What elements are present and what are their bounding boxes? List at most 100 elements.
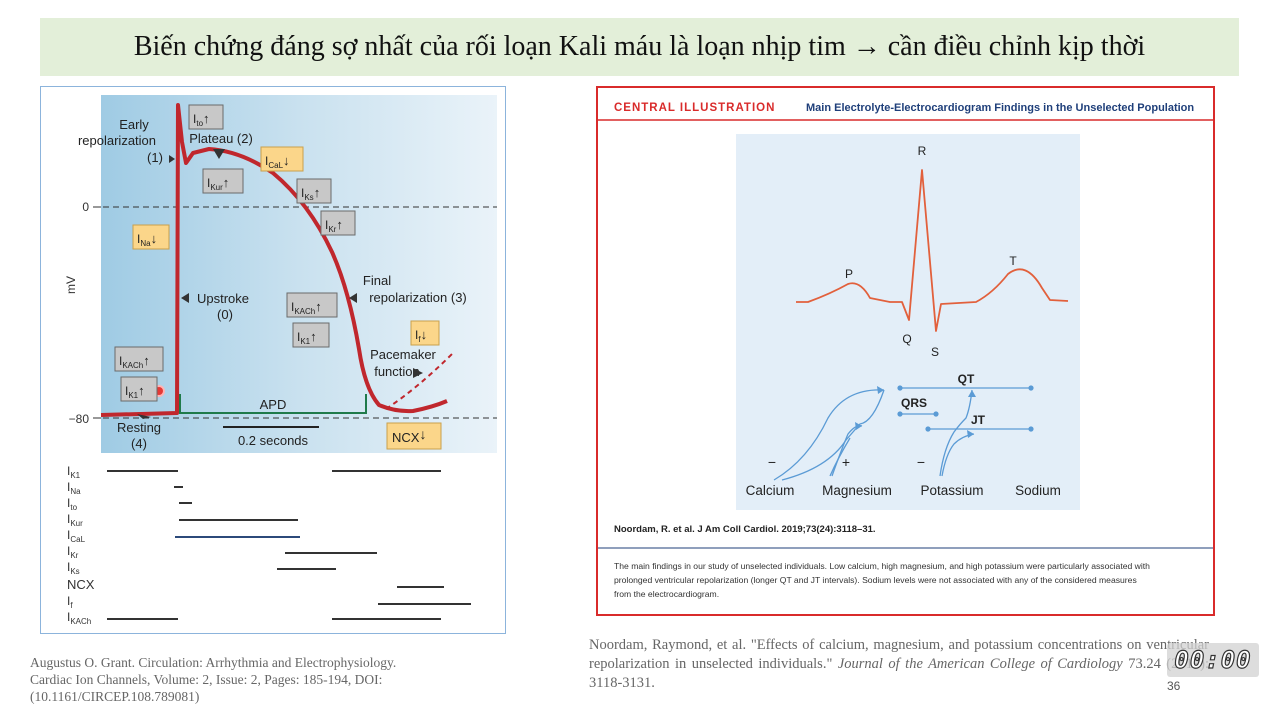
- interval-markers: [897, 385, 1034, 432]
- central-illustration-figure: CENTRAL ILLUSTRATION Main Electrolyte-El…: [596, 86, 1215, 616]
- early-repol-label-2: repolarization: [78, 133, 156, 148]
- electrolyte-arrowheads: [855, 386, 976, 438]
- svg-text:IKACh↑: IKACh↑: [119, 353, 150, 370]
- current-row-ical: ICaL: [67, 528, 300, 544]
- svg-text:NCX↓: NCX↓: [392, 426, 426, 445]
- svg-text:ICaL: ICaL: [67, 528, 86, 544]
- upstroke-label-1: Upstroke: [197, 291, 249, 306]
- resting-arrow: [137, 414, 151, 419]
- early-repol-label-3: (1): [147, 150, 163, 165]
- header-bg: [598, 88, 1213, 120]
- caption-line-2: prolonged ventricular repolarization (lo…: [614, 575, 1137, 585]
- header-title: Main Electrolyte-Electrocardiogram Findi…: [806, 102, 1194, 114]
- ion-box-if: If↓: [410, 320, 440, 346]
- timer-overlay: 00:00: [1167, 643, 1259, 677]
- right-citation-journal: Journal of the American College of Cardi…: [837, 656, 1123, 672]
- plateau-label: Plateau (2): [189, 131, 253, 146]
- ecg-label-q: Q: [902, 332, 911, 346]
- current-row-ncx: NCX: [67, 577, 444, 592]
- ion-box-ical: ICaL↓: [260, 146, 304, 172]
- final-repol-label-2: repolarization (3): [369, 290, 467, 305]
- ion-box-ik1-mid: IK1↑: [292, 322, 330, 348]
- figure-citation: Noordam, R. et al. J Am Coll Cardiol. 20…: [614, 524, 876, 535]
- apd-label: APD: [260, 397, 287, 412]
- svg-text:INa↓: INa↓: [137, 231, 157, 248]
- pacemaker-label-2: function: [374, 364, 420, 379]
- current-row-if: If: [67, 594, 471, 610]
- interval-label-qrs: QRS: [901, 396, 927, 410]
- svg-text:Ito: Ito: [67, 496, 78, 512]
- svg-text:IKr↑: IKr↑: [325, 217, 343, 234]
- page-number: 36: [1167, 679, 1181, 693]
- central-illustration-svg: CENTRAL ILLUSTRATION Main Electrolyte-El…: [598, 88, 1213, 599]
- svg-text:Ito↑: Ito↑: [193, 111, 210, 128]
- svg-text:ICaL↓: ICaL↓: [265, 153, 290, 170]
- ion-box-ina: INa↓: [132, 224, 170, 250]
- resting-label-2: (4): [131, 436, 147, 451]
- svg-text:IKr: IKr: [67, 544, 79, 560]
- ion-box-ik1-low: IK1↑: [120, 376, 158, 402]
- action-potential-figure: mV 0 −80 APD 0.2 seconds Early repolariz…: [40, 86, 506, 634]
- early-repol-arrow: [169, 155, 175, 163]
- y-axis-label: mV: [64, 276, 78, 294]
- current-row-ikur: IKur: [67, 512, 298, 528]
- sign-potassium: −: [917, 454, 925, 470]
- interval-label-qt: QT: [958, 372, 975, 386]
- slide-title: Biến chứng đáng sợ nhất của rối loạn Kal…: [133, 31, 1146, 62]
- current-row-iks: IKs: [67, 560, 336, 576]
- electrolyte-potassium: Potassium: [920, 483, 983, 498]
- upstroke-label-2: (0): [217, 307, 233, 322]
- left-citation-line-2: Cardiac Ion Channels, Volume: 2, Issue: …: [30, 672, 383, 687]
- plateau-arrow: [213, 149, 225, 159]
- svg-text:IK1↑: IK1↑: [125, 383, 145, 400]
- early-repol-label-1: Early: [119, 117, 149, 132]
- ion-box-ikach-low: IKACh↑: [114, 346, 164, 372]
- left-citation-line-3: (10.1161/CIRCEP.108.789081): [30, 689, 200, 704]
- ecg-label-t: T: [1009, 254, 1017, 268]
- svg-text:NCX: NCX: [67, 577, 95, 592]
- upstroke-arrow: [181, 293, 189, 303]
- ion-box-ito: Ito↑: [188, 104, 224, 130]
- svg-text:IK1: IK1: [67, 464, 81, 480]
- final-repol-label-1: Final: [363, 273, 391, 288]
- ecg-label-p: P: [845, 267, 853, 281]
- ion-box-ikr: IKr↑: [320, 210, 356, 236]
- sign-magnesium: +: [842, 454, 850, 470]
- ecg-trace: [796, 169, 1069, 332]
- current-row-ikach: IKACh: [67, 610, 441, 626]
- caption-line-3: from the electrocardiogram.: [614, 589, 719, 599]
- svg-text:IKs↑: IKs↑: [301, 185, 320, 202]
- ecg-label-s: S: [931, 345, 939, 359]
- left-citation: Augustus O. Grant. Circulation: Arrhythm…: [30, 654, 490, 705]
- scale-label: 0.2 seconds: [238, 433, 309, 448]
- electrolyte-sodium: Sodium: [1015, 483, 1061, 498]
- interval-label-jt: JT: [971, 413, 986, 427]
- caption-line-1: The main findings in our study of unsele…: [614, 561, 1150, 571]
- ion-box-ikach-mid: IKACh↑: [286, 292, 338, 318]
- action-potential-curve: [100, 103, 448, 417]
- sign-calcium: −: [768, 454, 776, 470]
- svg-text:IKur: IKur: [67, 512, 83, 528]
- right-citation-text: Noordam, Raymond, et al. "Effects of cal…: [589, 637, 1209, 672]
- y-tick-minus80: −80: [69, 412, 90, 426]
- current-timing-chart: IK1 INa Ito IKur ICaL IKr: [67, 464, 471, 626]
- svg-text:INa: INa: [67, 480, 81, 496]
- action-potential-svg: mV 0 −80 APD 0.2 seconds Early repolariz…: [64, 95, 497, 626]
- current-row-ina: INa: [67, 480, 183, 496]
- ion-box-iks: IKs↑: [296, 178, 332, 204]
- svg-text:If↓: If↓: [415, 327, 427, 344]
- apd-bracket: [179, 394, 367, 414]
- ecg-panel-bg: [736, 134, 1080, 510]
- final-repol-arrow: [349, 293, 357, 303]
- ion-box-ikur: IKur↑: [202, 168, 244, 194]
- svg-text:IKACh: IKACh: [67, 610, 91, 626]
- svg-text:IKs: IKs: [67, 560, 80, 576]
- current-row-ik1: IK1: [67, 464, 441, 480]
- left-citation-line-1: Augustus O. Grant. Circulation: Arrhythm…: [30, 655, 397, 670]
- pacemaker-arrow: [413, 368, 423, 378]
- svg-text:IKur↑: IKur↑: [207, 175, 229, 192]
- current-row-ikr: IKr: [67, 544, 377, 560]
- resting-label-1: Resting: [117, 420, 161, 435]
- pacemaker-label-1: Pacemaker: [370, 347, 436, 362]
- electrolyte-calcium: Calcium: [746, 483, 795, 498]
